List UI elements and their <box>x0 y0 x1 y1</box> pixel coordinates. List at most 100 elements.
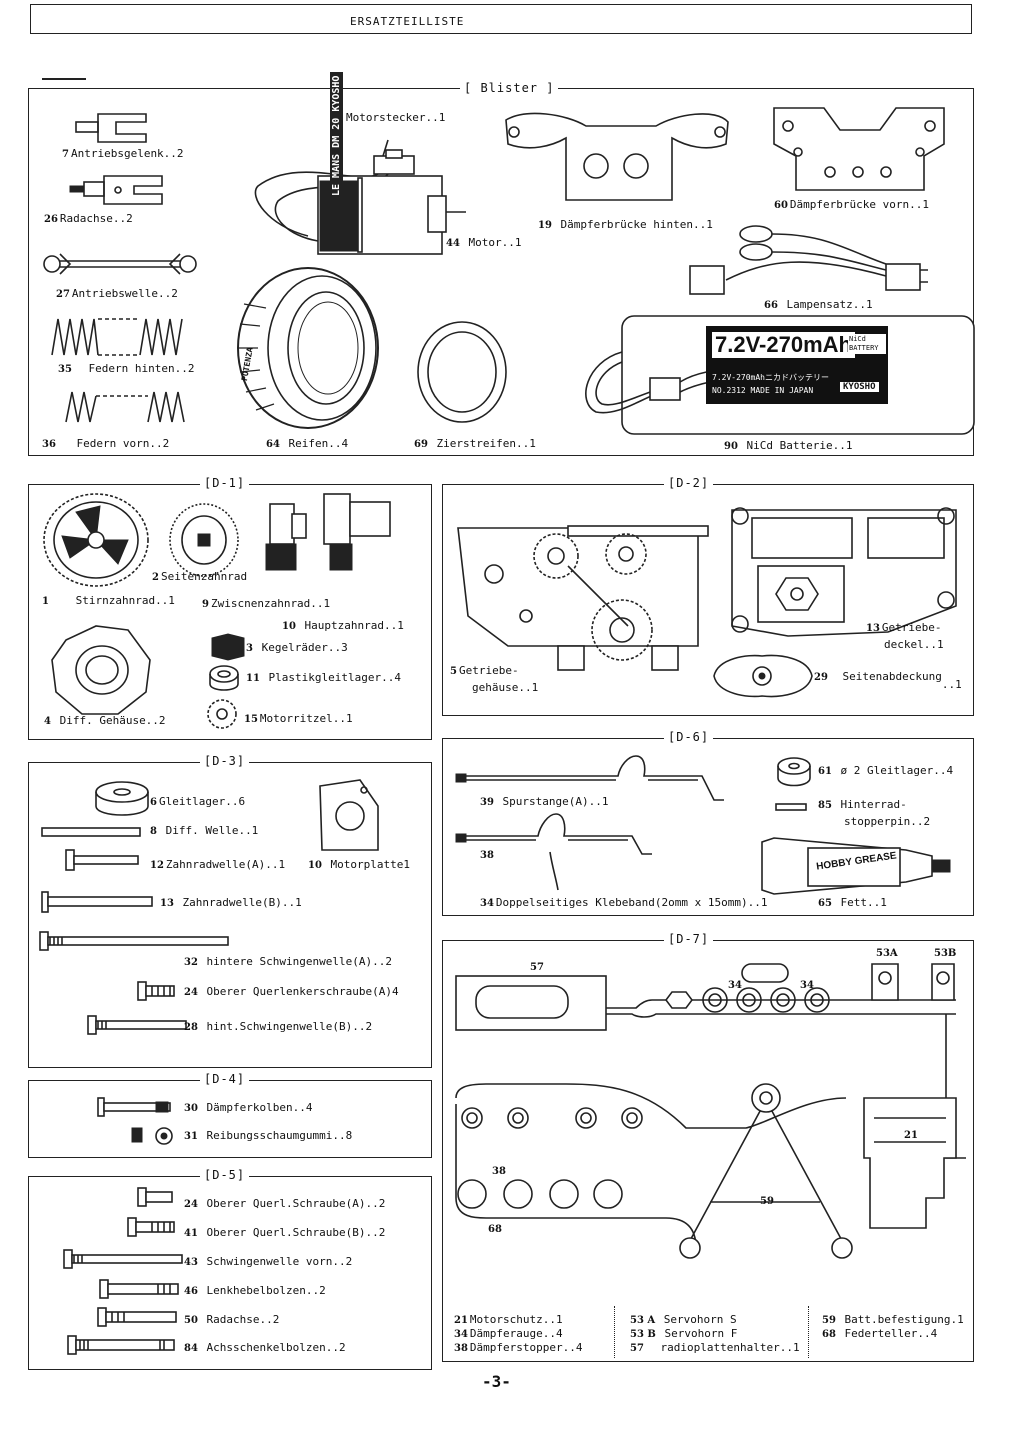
fett-label: 65 Fett..1 <box>818 896 887 909</box>
d7-callout-34a: 34 <box>728 980 742 991</box>
d5-title: [D-5] <box>200 1168 250 1182</box>
d7-legend-row: 59 Batt.befestigung.1 <box>822 1313 964 1326</box>
querlenkerschraube-drawing <box>137 981 175 1001</box>
page-number: -3- <box>482 1372 511 1391</box>
daempferbruecke-hinten-label: 19 Dämpferbrücke hinten..1 <box>538 218 713 231</box>
spurstange-drawing <box>455 755 724 801</box>
diff-welle-label: 8 Diff. Welle..1 <box>150 824 259 837</box>
batterie-label: 90 NiCd Batterie..1 <box>724 439 853 452</box>
d3-title: [D-3] <box>200 754 250 768</box>
daempferkolben-drawing <box>97 1097 171 1117</box>
battery-line1: 7.2V-270mAhニカドバッテリー <box>712 373 829 382</box>
daempferbruecke-hinten-drawing <box>505 112 729 201</box>
d7-legend-row: 57 radioplattenhalter..1 <box>630 1341 800 1354</box>
gleitlager-d6-label: 61 ø 2 Gleitlager..4 <box>818 764 954 777</box>
antriebsgelenk-drawing <box>75 113 147 143</box>
getriebedeckel-drawing <box>731 507 957 637</box>
gleitlager-d6-drawing <box>777 757 811 787</box>
d7-callout-57: 57 <box>530 962 544 973</box>
d7-sprue-drawing <box>455 963 966 1259</box>
reibungsschaumgummi-label: 31 Reibungsschaumgummi..8 <box>184 1129 353 1142</box>
reifen-label: 64 Reifen..4 <box>266 437 349 450</box>
d6-title: [D-6] <box>664 730 714 744</box>
motor-label: 44 Motor..1 <box>446 236 522 249</box>
hint-schwingenwelle-b-drawing <box>87 1015 187 1035</box>
d7-callout-34b: 34 <box>800 980 814 991</box>
d7-legend-row: 53 B Servohorn F <box>630 1327 738 1340</box>
battery-line2: NO.2312 MADE IN JAPAN <box>712 386 814 395</box>
seitenabdeckung-drawing <box>713 654 813 698</box>
federn-vorn-label: 36 Federn vorn..2 <box>42 437 170 450</box>
page-title: ERSATZTEILLISTE <box>350 15 465 28</box>
querl-schraube-a-label: 24 Oberer Querl.Schraube(A)..2 <box>184 1197 386 1210</box>
d7-callout-53b: 53B <box>934 948 957 959</box>
zahnradwelle-b-label: 13 Zahnradwelle(B)..1 <box>160 896 302 909</box>
plastikgleitlager-label: 11 Plastikgleitlager..4 <box>246 671 401 684</box>
battery-label-panel: 7.2V-270mAh NiCd BATTERY 7.2V-270mAhニカドバ… <box>706 326 888 404</box>
d4-title: [D-4] <box>200 1072 250 1086</box>
antriebswelle-drawing <box>43 253 197 275</box>
d7-legend-divider-1 <box>614 1306 615 1358</box>
hintere-schwingenwelle-a-drawing <box>39 931 229 951</box>
seitenzahnrad-drawing <box>169 503 239 577</box>
achsschenkelbolzen-drawing <box>67 1335 175 1355</box>
zahnradwelle-b-drawing <box>41 891 153 913</box>
zwischenzahnrad-drawing <box>265 503 307 571</box>
federn-hinten-drawing <box>51 318 183 356</box>
battery-voltage: 7.2V-270mAh <box>712 332 855 358</box>
d7-legend-row: 53 A Servohorn S <box>630 1313 737 1326</box>
d7-callout-21: 21 <box>904 1130 918 1141</box>
lampensatz-label: 66 Lampensatz..1 <box>764 298 873 311</box>
schwingenwelle-vorn-label: 43 Schwingenwelle vorn..2 <box>184 1255 353 1268</box>
d7-callout-59: 59 <box>760 1196 774 1207</box>
lenkhebelbolzen-drawing <box>99 1279 179 1299</box>
reifen-drawing <box>237 267 379 429</box>
reibungsschaumgummi-drawing <box>131 1127 173 1145</box>
daempferkolben-label: 30 Dämpferkolben..4 <box>184 1101 313 1114</box>
lampensatz-drawing <box>689 225 928 295</box>
d2-title: [D-2] <box>664 476 714 490</box>
motorplatte-label: 10 Motorplatte1 <box>308 858 411 871</box>
motorritzel-drawing <box>207 699 237 729</box>
battery-brand: KYOSHO <box>840 382 879 392</box>
kegelraeder-label: 3 Kegelräder..3 <box>246 641 348 654</box>
radachse-d5-label: 50 Radachse..2 <box>184 1313 280 1326</box>
stirnzahnrad-label: 1 Stirnzahnrad..1 <box>42 594 175 607</box>
motorstecker-label: Motorstecker..1 <box>346 111 446 124</box>
hint-schwingenwelle-b-label: 28 hint.Schwingenwelle(B)..2 <box>184 1020 373 1033</box>
hintere-schwingenwelle-a-label: 32 hintere Schwingenwelle(A)..2 <box>184 955 392 968</box>
spurstange-b-drawing <box>455 813 652 891</box>
querl-schraube-b-drawing <box>127 1217 175 1237</box>
stopperpin-label: 85 Hinterrad-stopperpin..2 <box>818 798 931 828</box>
header-box <box>30 4 972 34</box>
stirnzahnrad-drawing <box>43 493 149 587</box>
federn-hinten-label: 35 Federn hinten..2 <box>58 362 195 375</box>
getriebegehaeuse-drawing <box>457 525 709 671</box>
header-rule <box>42 78 86 80</box>
motorplatte-drawing <box>319 779 379 851</box>
hauptzahnrad-drawing <box>323 493 391 571</box>
schwingenwelle-vorn-drawing <box>63 1249 183 1269</box>
plastikgleitlager-drawing <box>209 665 239 691</box>
d1-title: [D-1] <box>200 476 250 490</box>
lenkhebelbolzen-label: 46 Lenkhebelbolzen..2 <box>184 1284 326 1297</box>
querl-schraube-a-drawing <box>137 1187 173 1207</box>
d4-section <box>28 1080 432 1158</box>
seitenabdeckung-label: 29 Seitenabdeckung..1 <box>814 670 962 691</box>
blister-title: [ Blister ] <box>460 81 559 95</box>
spurstange-label: 39 Spurstange(A)..1 <box>480 795 609 808</box>
motor-drawing <box>254 139 466 255</box>
diff-gehaeuse-label: 4 Diff. Gehäuse..2 <box>44 714 166 727</box>
diff-gehaeuse-drawing <box>51 625 151 715</box>
